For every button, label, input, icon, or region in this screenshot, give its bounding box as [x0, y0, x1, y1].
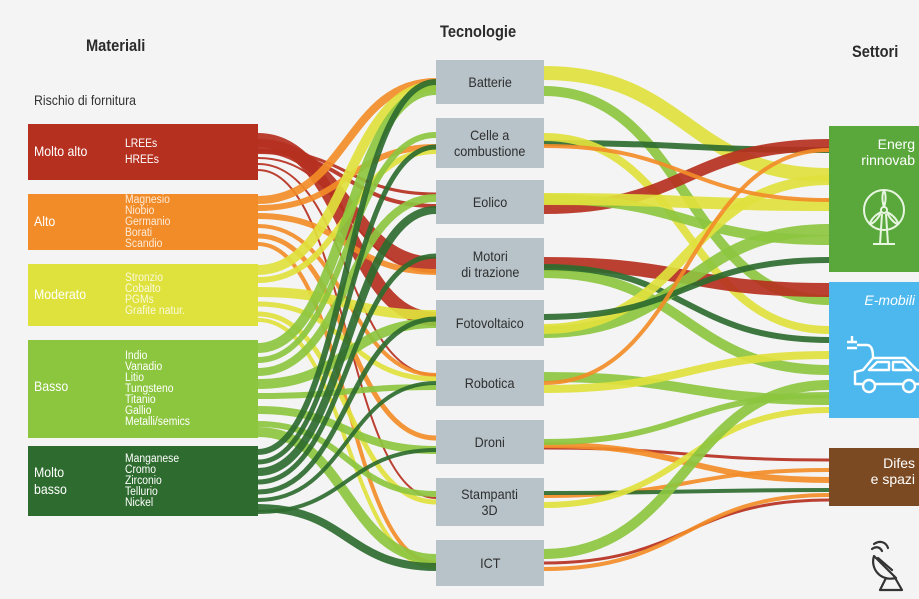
risk-block-molto-basso: Molto basso Manganese Cromo Zirconio Tel… [28, 446, 246, 516]
material-list: Manganese Cromo Zirconio Tellurio Nickel [125, 446, 185, 516]
sector-flow [543, 407, 830, 508]
material-flow [257, 78, 437, 204]
material-list: Magnesio Niobio Germanio Borati Scandio [125, 194, 176, 250]
sector-flow [543, 268, 830, 375]
material-flow [257, 81, 437, 275]
sector-label: E-mobili [864, 292, 915, 308]
tech-fotovoltaico: Fotovoltaico [436, 300, 544, 346]
sector-flow [543, 148, 830, 385]
risk-block-moderato: Moderato Stronzio Cobalto PGMs Grafite n… [28, 264, 246, 326]
tech-droni: Droni [436, 420, 544, 464]
material-flow [257, 253, 437, 485]
material-item: Litio [125, 371, 144, 384]
tech-label: Eolico [472, 194, 508, 210]
tech-stampanti-3d: Stampanti 3D [436, 478, 544, 526]
material-item: Niobio [125, 204, 155, 217]
risk-label: Basso [34, 378, 69, 394]
material-flow [257, 206, 437, 476]
tech-eolico: Eolico [436, 180, 544, 224]
sector-flow [543, 175, 830, 334]
sector-energie-rinnovabili: Energ rinnovab [829, 126, 919, 272]
sector-flow [543, 351, 830, 393]
risk-subtitle: Rischio di fornitura [34, 92, 137, 108]
risk-label: Molto alto [34, 143, 88, 159]
sector-difesa-spazio: Difes e spazi [829, 448, 919, 506]
material-item: Vanadio [125, 360, 163, 373]
sectors-header: Settori [852, 42, 899, 61]
technologies-header: Tecnologie [440, 22, 517, 41]
tech-label: Robotica [465, 375, 515, 391]
material-item: Indio [125, 349, 148, 362]
material-item: Tellurio [125, 485, 158, 498]
material-flow [257, 406, 437, 454]
tech-label: Fotovoltaico [456, 315, 524, 331]
material-item: Titanio [125, 393, 156, 406]
risk-block-basso: Basso Indio Vanadio Litio Tungsteno Tita… [28, 340, 246, 438]
risk-label: Molto basso [34, 464, 67, 497]
material-item: Manganese [125, 452, 180, 465]
material-item: Cromo [125, 463, 157, 476]
tech-label: Celle a combustione [454, 127, 526, 159]
tech-label: Droni [474, 434, 506, 450]
material-flow [257, 381, 437, 502]
material-flow [257, 194, 437, 376]
satellite-dish-icon [870, 540, 904, 592]
risk-label: Moderato [34, 286, 87, 302]
materials-header: Materiali [86, 36, 146, 55]
material-item: PGMs [125, 294, 154, 306]
sector-flow [543, 380, 830, 559]
material-flow [257, 132, 437, 363]
sector-flow [543, 193, 830, 211]
wind-turbine-icon [863, 189, 905, 245]
material-item: Nickel [125, 496, 154, 509]
material-item: Grafite natur. [125, 305, 185, 317]
material-list: LREEs HREEs [125, 124, 163, 180]
tech-robotica: Robotica [436, 360, 544, 406]
material-item: Germanio [125, 215, 171, 228]
sector-flow [543, 257, 830, 320]
material-flow [257, 421, 437, 497]
tech-motori-trazione: Motori di trazione [436, 238, 544, 290]
material-item: Borati [125, 226, 153, 239]
material-item: Stronzio [125, 272, 163, 284]
sector-flow [543, 493, 830, 571]
material-item: Gallio [125, 404, 152, 417]
tech-label: Stampanti 3D [461, 486, 519, 518]
material-item: LREEs [125, 137, 158, 150]
sector-label: Difes e spazi [870, 455, 915, 487]
material-flow [257, 448, 437, 514]
material-item: Tungsteno [125, 382, 174, 395]
material-item: Zirconio [125, 474, 162, 487]
sector-label: Energ rinnovab [861, 136, 915, 168]
risk-label: Alto [34, 213, 56, 229]
tech-label: Motori di trazione [460, 248, 520, 280]
tech-label: ICT [479, 555, 501, 571]
sector-flow [543, 488, 830, 495]
material-item: Magnesio [125, 193, 170, 206]
risk-block-molto-alto: Molto alto LREEs HREEs [28, 124, 246, 180]
electric-car-icon [847, 336, 919, 394]
material-item: HREEs [125, 153, 159, 166]
sector-flow [543, 264, 830, 343]
tech-ict: ICT [436, 540, 544, 586]
tech-batterie: Batterie [436, 60, 544, 104]
material-item: Metalli/semics [125, 415, 190, 428]
material-flow [257, 79, 437, 455]
sector-e-mobility: E-mobili [829, 282, 919, 418]
tech-celle-combustione: Celle a combustione [436, 118, 544, 168]
material-item: Cobalto [125, 283, 161, 295]
tech-label: Batterie [468, 74, 512, 90]
risk-block-alto: Alto Magnesio Niobio Germanio Borati Sca… [28, 194, 246, 250]
sector-flow [543, 66, 830, 182]
material-flow [257, 316, 437, 495]
material-list: Stronzio Cobalto PGMs Grafite natur. [125, 264, 191, 326]
material-item: Scandio [125, 237, 163, 250]
material-flow [257, 144, 437, 465]
sector-flow [543, 144, 830, 202]
material-list: Indio Vanadio Litio Tungsteno Titanio Ga… [125, 340, 197, 438]
